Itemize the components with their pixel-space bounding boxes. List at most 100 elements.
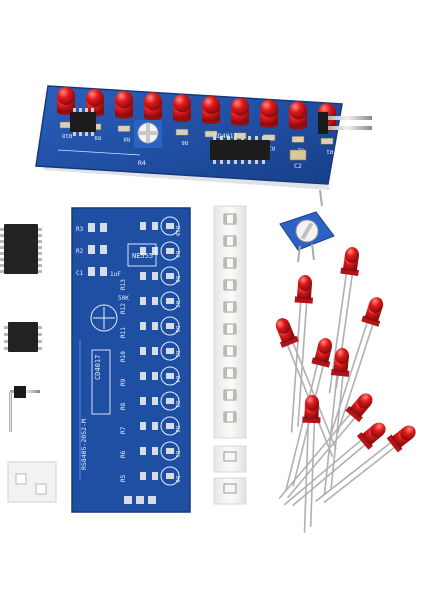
assembled-cap-label: C2 [294,162,302,170]
resistor-pad [140,247,146,255]
loose-pin-header [9,386,40,432]
smd-resistor-cap [233,236,236,246]
led-silk-label: R3 [268,145,275,151]
resistor-ref-label: R7 [120,426,127,434]
loose-led [323,348,350,496]
led-leg [329,322,368,438]
resistor [204,130,218,138]
resistor-pad [152,322,158,330]
led-footprint [160,216,180,236]
led-pad [166,448,174,454]
assembled-trimmer-pot [134,120,162,148]
led-dome [297,275,313,291]
led-dome [370,422,386,438]
led-pad [166,473,174,479]
resistor-pad [140,422,146,430]
resistor-pad [152,472,158,480]
smd-resistor-cap [233,258,236,268]
led-footprint [160,291,180,311]
led-silk-label: R6 [181,139,188,145]
resistor-pad [152,372,158,380]
smd-resistor-cap [233,214,236,224]
resistor-ref-label: R11 [120,327,127,338]
smd-resistor-cap [233,324,236,334]
led-dome [275,318,291,334]
loose-smd-pack [7,461,57,503]
led-footprint [160,266,180,286]
resistor [291,136,305,143]
smd-resistor-cap [233,346,236,356]
resistor-pad [140,222,146,230]
led-ref-label: D4 [174,376,180,383]
resistor-ref-label: R5 [120,474,127,482]
led-leg [315,442,391,503]
smd-resistor-cap [224,236,227,246]
led-ref-label: D1 [174,451,180,458]
bare-board: D10D9D8D7D6D5D4D3D2D1D0R13R12R11R10R9R8R… [71,207,191,513]
smd-resistor-cap [233,368,236,378]
led-footprint [160,366,180,386]
loose-led [329,297,384,438]
loose-led [315,425,416,504]
loose-trimmer-pot [279,189,335,263]
led-silk-label: R1 [326,148,333,154]
resistor-pad [152,222,158,230]
resistor-pad [140,447,146,455]
led-ref-label: D10 [174,226,180,236]
smd-resistor-cap [224,346,227,356]
smd-pad [100,267,107,276]
pot-footprint [90,304,118,332]
led-leg [278,413,351,500]
assembled-ne555-chip [70,108,96,136]
smd-tape-strip [213,205,247,439]
led-leg [285,364,319,492]
smd-resistor-cap [224,258,227,268]
bare-cd4017-label: CD4017 [94,355,102,380]
loose-led [278,393,373,500]
led-pad [166,323,174,329]
led-dome [57,87,75,105]
resistor-pad [140,272,146,280]
resistor-pad [152,297,158,305]
led-ref-label: D0 [174,476,180,483]
led-leg [323,447,395,504]
resistor-ref-label: R9 [120,378,127,386]
led-rim [345,405,363,423]
assembled-led-row [57,87,336,132]
smd-tape-short [213,445,247,505]
led-pad [166,248,174,254]
smd-resistor-cap [224,214,227,224]
led-footprint [160,391,180,411]
smd-pad [88,223,95,232]
led-leg [292,444,366,507]
loose-led [302,395,321,533]
loose-led [283,422,386,507]
smd-resistor-cap [224,368,227,378]
led-dome [368,297,384,313]
bare-pot-value: 50K [118,295,129,302]
led-footprint [160,241,180,261]
led-footprint [160,416,180,436]
led-ref-label: D7 [174,301,180,308]
led-dome [334,348,350,364]
led-silk-label: R10 [62,132,72,138]
led-silk-label: R2 [297,146,304,152]
led-leg [336,324,374,434]
led-dome [173,94,191,113]
smd-pad [88,245,95,254]
ref-label: C1 [76,270,84,277]
assembled-chip-label: CD4017 [214,132,238,140]
resistor-pad [140,472,146,480]
led-pad [166,348,174,354]
led-dome [144,92,162,111]
resistor-ref-label: R13 [120,279,127,290]
bare-model-label: RS8405-2052-M [80,419,88,470]
led-leg [323,375,338,496]
led-dome [115,90,133,109]
led-footprint [160,316,180,336]
led-rim [386,434,403,453]
smd-pad [100,223,107,232]
led-leg [309,423,316,528]
led-pad [166,223,174,229]
